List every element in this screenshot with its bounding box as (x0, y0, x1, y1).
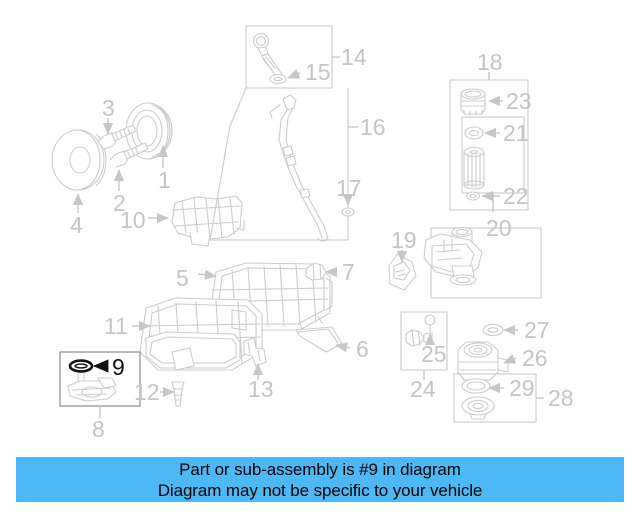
part-14-dipstick-handle (252, 32, 283, 79)
callout-label-25: 25 (421, 341, 447, 367)
callout-label-29: 29 (509, 375, 535, 401)
callout-label-18: 18 (477, 49, 503, 75)
part-10-intake-manifold (171, 195, 245, 247)
part-2-bolt-short (109, 142, 149, 168)
group-24-oil-pressure-switch-box (400, 311, 448, 380)
group-18-oil-filter-housing-box (449, 72, 529, 212)
callout-label-16: 16 (360, 114, 386, 140)
part-23-filter-cap (460, 88, 486, 116)
callout-label-12: 12 (134, 379, 160, 405)
part-19-oil-filter-bracket-gasket (388, 250, 417, 291)
part-26-oil-cooler (457, 341, 517, 381)
part-15-dipstick-seal (269, 73, 287, 85)
callout-label-27: 27 (524, 317, 550, 343)
group-14-dipstick-box (245, 25, 340, 89)
part-22-o-ring-lower (465, 191, 481, 201)
part-13-bracket (243, 337, 267, 367)
callout-label-1: 1 (158, 167, 171, 193)
callout-label-2: 2 (113, 190, 126, 216)
callout-label-23: 23 (506, 88, 532, 114)
part-11-oil-pan-lower (139, 297, 263, 371)
callout-label-7: 7 (342, 259, 355, 285)
callout-label-3: 3 (102, 95, 115, 121)
part-7-oil-pan-fitting (305, 262, 327, 281)
part-27-oil-cooler-seal (482, 323, 518, 337)
info-banner: Part or sub-assembly is #9 in diagram Di… (16, 457, 624, 502)
part-6-sealant-bead (295, 326, 343, 353)
part-20-oil-filter-housing-body (423, 226, 542, 299)
callout-label-26: 26 (522, 345, 548, 371)
callout-label-6: 6 (356, 336, 369, 362)
callout-label-17: 17 (336, 175, 362, 201)
callout-numbers: 1 2 3 4 5 6 7 8 9 10 11 12 13 14 15 16 1… (70, 44, 574, 442)
part-4-pulley-washer (51, 129, 107, 191)
part-12-drain-plug (171, 381, 185, 407)
callout-label-10: 10 (120, 207, 146, 233)
part-21-o-ring-upper (464, 126, 484, 140)
callout-label-15: 15 (305, 59, 331, 85)
callout-label-21: 21 (503, 120, 529, 146)
callout-label-14: 14 (341, 44, 367, 70)
callout-label-19: 19 (391, 227, 417, 253)
callout-label-20: 20 (486, 215, 512, 241)
callout-label-28: 28 (548, 385, 574, 411)
banner-line-1: Part or sub-assembly is #9 in diagram (179, 459, 461, 479)
group-28-oil-filter-adapter-box (453, 373, 544, 423)
part-8-oil-pump-pickup (67, 371, 117, 402)
part-20-oil-filter-element (463, 146, 485, 190)
group-8-oil-pump-pickup-box (59, 351, 141, 418)
part-16-dipstick-tube-assembly (209, 87, 358, 242)
part-29-adapter-o-ring (461, 378, 491, 394)
banner-line-2: Diagram may not be specific to your vehi… (157, 480, 483, 500)
part-9-o-ring-seal-highlighted (68, 359, 94, 373)
callout-label-8: 8 (92, 416, 105, 442)
callout-label-5: 5 (176, 265, 189, 291)
callout-label-9: 9 (112, 354, 125, 380)
callout-label-24: 24 (410, 376, 436, 402)
callout-label-22: 22 (503, 183, 529, 209)
callout-label-11: 11 (104, 313, 128, 339)
part-28-oil-filter-adapter (461, 396, 495, 420)
callout-label-13: 13 (248, 376, 274, 402)
part-3-bolt-long (97, 124, 137, 150)
callout-label-4: 4 (70, 212, 83, 238)
callout-leaders (72, 118, 351, 398)
part-17-dipstick-grommet (341, 193, 355, 217)
